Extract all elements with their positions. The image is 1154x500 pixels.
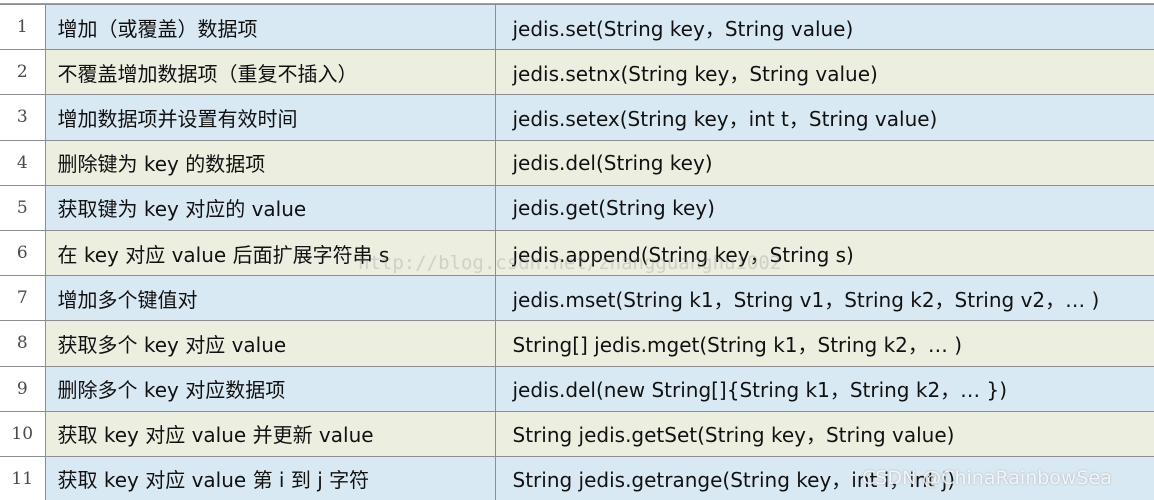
jedis-method-signature: String[] jedis.mget(String k1，String k2，… [494, 320, 1154, 367]
table-row: 2 不覆盖增加数据项（重复不插入） jedis.setnx(String key… [0, 49, 1154, 96]
row-number: 2 [0, 49, 46, 96]
jedis-api-table-sheet: 1 增加（或覆盖）数据项 jedis.set(String key，String… [0, 3, 1154, 500]
jedis-method-signature: String jedis.getrange(String key，int i，i… [494, 455, 1154, 500]
operation-description: 不覆盖增加数据项（重复不插入） [44, 49, 496, 96]
table-row: 11 获取 key 对应 value 第 i 到 j 字符 String jed… [0, 455, 1154, 500]
row-number: 7 [0, 275, 46, 322]
operation-description: 获取多个 key 对应 value [44, 320, 496, 367]
operation-description: 在 key 对应 value 后面扩展字符串 s [44, 229, 496, 277]
table-row: 4 删除键为 key 的数据项 jedis.del(String key) [0, 139, 1154, 186]
table-row: 3 增加数据项并设置有效时间 jedis.setex(String key，in… [0, 94, 1154, 141]
operation-description: 删除键为 key 的数据项 [44, 139, 496, 186]
table-row: 10 获取 key 对应 value 并更新 value String jedi… [0, 410, 1154, 457]
table-row: 8 获取多个 key 对应 value String[] jedis.mget(… [0, 320, 1154, 367]
table-row: 1 增加（或覆盖）数据项 jedis.set(String key，String… [0, 3, 1154, 51]
row-number: 6 [0, 229, 46, 277]
operation-description: 删除多个 key 对应数据项 [44, 365, 496, 412]
row-number: 4 [0, 139, 46, 186]
row-number: 8 [0, 320, 46, 367]
jedis-method-signature: jedis.mset(String k1，String v1，String k2… [494, 275, 1154, 322]
operation-description: 增加多个键值对 [44, 275, 496, 322]
operation-description: 获取 key 对应 value 第 i 到 j 字符 [44, 455, 496, 500]
table-row: 9 删除多个 key 对应数据项 jedis.del(new String[]{… [0, 365, 1154, 412]
operation-description: 增加数据项并设置有效时间 [44, 94, 496, 141]
row-number: 3 [0, 94, 46, 141]
jedis-method-signature: jedis.setex(String key，int t，String valu… [494, 94, 1154, 141]
row-number: 9 [0, 365, 46, 412]
operation-description: 获取 key 对应 value 并更新 value [44, 410, 496, 457]
row-number: 11 [0, 455, 46, 500]
table-row: 5 获取键为 key 对应的 value jedis.get(String ke… [0, 184, 1154, 231]
row-number: 10 [0, 410, 46, 457]
jedis-method-signature: jedis.set(String key，String value) [494, 3, 1154, 51]
jedis-method-signature: jedis.get(String key) [494, 184, 1154, 231]
table-row: 7 增加多个键值对 jedis.mset(String k1，String v1… [0, 275, 1154, 322]
operation-description: 增加（或覆盖）数据项 [44, 3, 496, 51]
table-row: 6 在 key 对应 value 后面扩展字符串 s jedis.append(… [0, 229, 1154, 277]
row-number: 5 [0, 184, 46, 231]
jedis-method-signature: String jedis.getSet(String key，String va… [494, 410, 1154, 457]
table-body: 1 增加（或覆盖）数据项 jedis.set(String key，String… [0, 3, 1154, 500]
operation-description: 获取键为 key 对应的 value [44, 184, 496, 231]
row-number: 1 [0, 3, 46, 51]
jedis-method-signature: jedis.del(new String[]{String k1，String … [494, 365, 1154, 412]
jedis-method-signature: jedis.append(String key，String s) [494, 229, 1154, 277]
jedis-api-table: 1 增加（或覆盖）数据项 jedis.set(String key，String… [0, 3, 1154, 500]
jedis-method-signature: jedis.setnx(String key，String value) [494, 49, 1154, 96]
jedis-method-signature: jedis.del(String key) [494, 139, 1154, 186]
